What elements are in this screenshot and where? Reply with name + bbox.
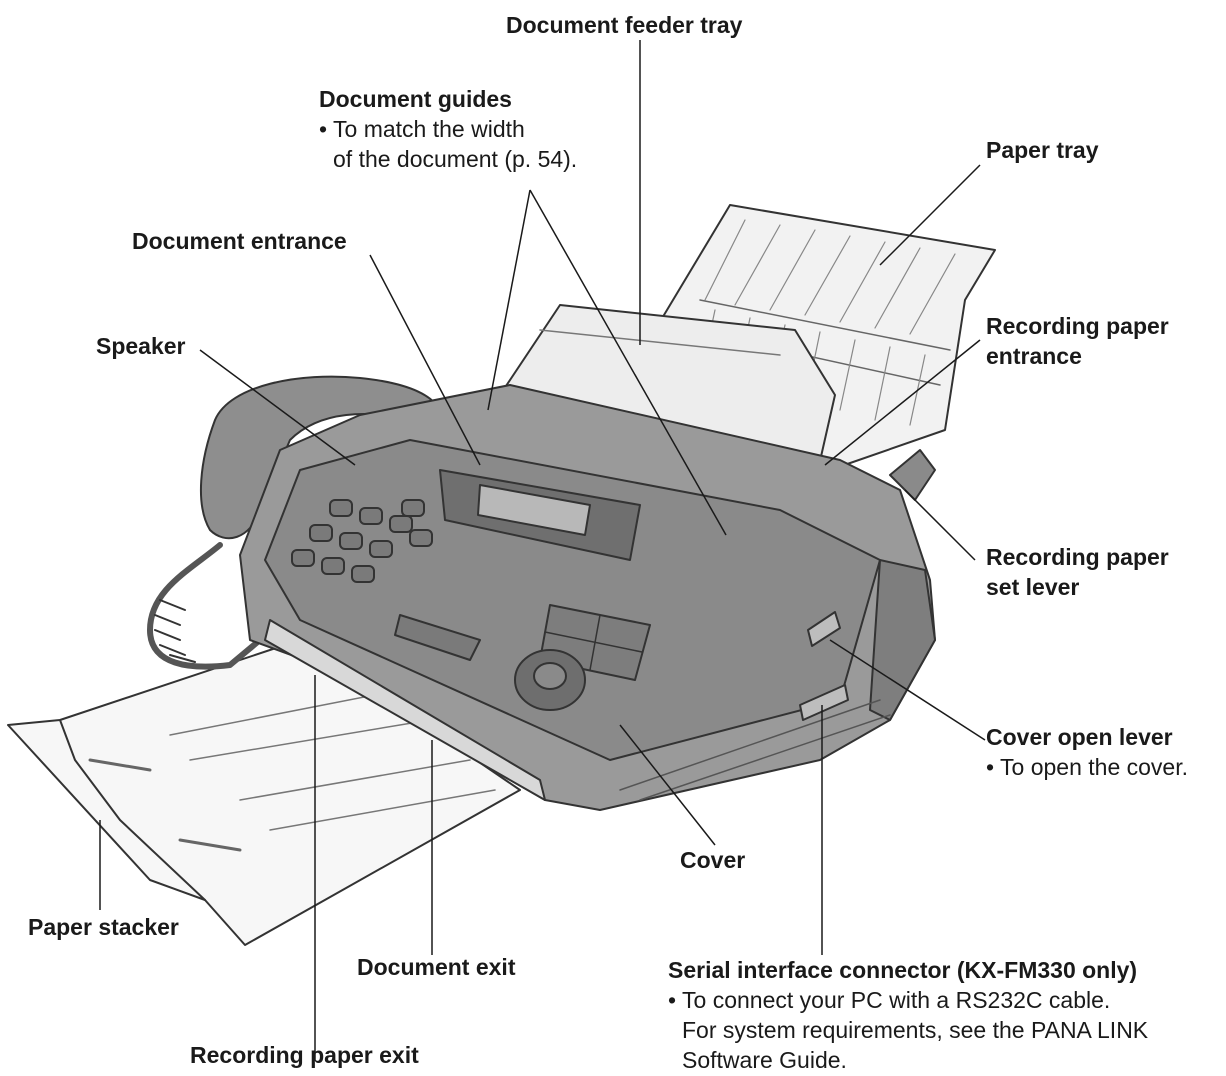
leader-paper-tray bbox=[879, 164, 981, 266]
label-paper-tray: Paper tray bbox=[986, 135, 1099, 165]
label-cover: Cover bbox=[680, 845, 745, 875]
label-recording-paper-set-lever-title-2: set lever bbox=[986, 574, 1080, 600]
leader-cover-open-lever bbox=[829, 639, 986, 741]
leader-speaker bbox=[199, 349, 356, 466]
label-document-guides-note-1: • To match the width bbox=[319, 116, 525, 142]
cord-shape bbox=[147, 542, 263, 670]
label-paper-tray-title: Paper tray bbox=[986, 137, 1099, 163]
label-serial-interface-connector-title: Serial interface connector (KX-FM330 onl… bbox=[668, 957, 1138, 983]
label-recording-paper-set-lever: Recording paper set lever bbox=[986, 542, 1169, 602]
leader-document-guides-a bbox=[487, 189, 531, 411]
serial-connector-shape bbox=[799, 684, 849, 721]
label-serial-interface-connector: Serial interface connector (KX-FM330 onl… bbox=[668, 955, 1148, 1075]
label-document-feeder-tray: Document feeder tray bbox=[506, 10, 742, 40]
document-exit-slot-shape bbox=[264, 619, 546, 801]
label-serial-interface-connector-note-3: Software Guide. bbox=[682, 1047, 847, 1073]
label-serial-interface-connector-note-1: • To connect your PC with a RS232C cable… bbox=[668, 987, 1111, 1013]
label-cover-title: Cover bbox=[680, 847, 746, 873]
label-document-exit: Document exit bbox=[357, 952, 515, 982]
leader-cover bbox=[619, 724, 716, 846]
label-document-guides-title: Document guides bbox=[319, 86, 512, 112]
label-paper-stacker-title: Paper stacker bbox=[28, 914, 179, 940]
label-recording-paper-entrance-title-2: entrance bbox=[986, 343, 1082, 369]
paper-stacker-shape bbox=[7, 639, 521, 946]
side-panel-shape bbox=[869, 559, 936, 721]
label-serial-interface-connector-note-2: For system requirements, see the PANA LI… bbox=[682, 1017, 1149, 1043]
label-cover-open-lever-note: • To open the cover. bbox=[986, 754, 1188, 780]
label-recording-paper-set-lever-title-1: Recording paper bbox=[986, 544, 1169, 570]
label-speaker-title: Speaker bbox=[96, 333, 186, 359]
label-document-exit-title: Document exit bbox=[357, 954, 516, 980]
leader-document-guides-b bbox=[529, 189, 727, 536]
label-document-entrance: Document entrance bbox=[132, 226, 347, 256]
label-cover-open-lever-title: Cover open lever bbox=[986, 724, 1173, 750]
leader-document-entrance bbox=[369, 254, 481, 466]
cover-open-lever-shape bbox=[807, 611, 841, 647]
label-recording-paper-exit: Recording paper exit bbox=[190, 1040, 419, 1070]
label-document-guides: Document guides • To match the width of … bbox=[319, 84, 577, 174]
label-recording-paper-entrance-title-1: Recording paper bbox=[986, 313, 1169, 339]
leader-recording-paper-entrance bbox=[824, 339, 981, 466]
label-speaker: Speaker bbox=[96, 331, 186, 361]
label-recording-paper-exit-title: Recording paper exit bbox=[190, 1042, 419, 1068]
label-document-feeder-tray-title: Document feeder tray bbox=[506, 12, 743, 38]
leader-recording-paper-set-lever bbox=[904, 489, 976, 561]
label-document-guides-note-2: of the document (p. 54). bbox=[333, 146, 578, 172]
label-cover-open-lever: Cover open lever • To open the cover. bbox=[986, 722, 1188, 782]
label-document-entrance-title: Document entrance bbox=[132, 228, 347, 254]
label-paper-stacker: Paper stacker bbox=[28, 912, 179, 942]
label-recording-paper-entrance: Recording paper entrance bbox=[986, 311, 1169, 371]
